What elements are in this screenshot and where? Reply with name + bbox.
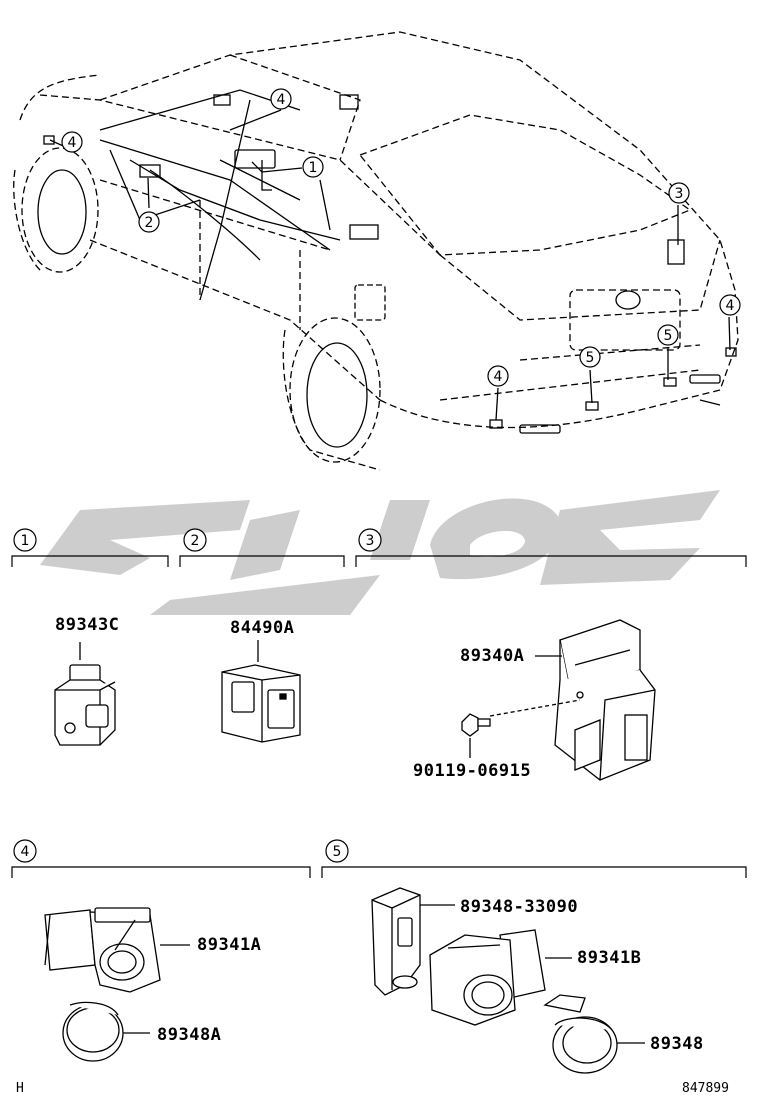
section-1-callout: 1 — [13, 528, 37, 552]
label-90119-06915: 90119-06915 — [413, 761, 531, 781]
part-89343C-drawing — [54, 642, 116, 746]
car-illustration — [13, 31, 739, 471]
car-callout-5-center: 5 — [579, 346, 601, 368]
section-headers — [11, 555, 747, 878]
label-89348: 89348 — [650, 1034, 704, 1054]
watermark-logo — [40, 490, 720, 615]
bolt-90119-drawing — [461, 713, 491, 758]
svg-text:3: 3 — [675, 186, 684, 202]
car-callout-4-rear-right: 4 — [719, 294, 741, 316]
section-3-callout: 3 — [358, 528, 382, 552]
svg-text:5: 5 — [586, 350, 595, 366]
label-89343C: 89343C — [55, 615, 119, 635]
svg-text:1: 1 — [309, 160, 318, 176]
svg-text:2: 2 — [145, 215, 154, 231]
drawing-number: 847899 — [682, 1081, 729, 1096]
car-callout-4-rear-left: 4 — [487, 365, 509, 387]
label-89348-33090: 89348-33090 — [460, 897, 578, 917]
part-89341B-drawing — [429, 929, 572, 1026]
svg-text:4: 4 — [277, 92, 286, 108]
svg-text:4: 4 — [726, 298, 735, 314]
part-89340A-drawing — [489, 619, 656, 781]
svg-text:1: 1 — [21, 533, 30, 549]
svg-text:4: 4 — [21, 844, 30, 860]
car-callout-1: 1 — [302, 156, 324, 178]
car-callout-3: 3 — [668, 182, 690, 204]
label-89340A: 89340A — [460, 646, 524, 666]
part-89341A-drawing — [44, 907, 190, 993]
car-callout-5-right: 5 — [657, 324, 679, 346]
footer-left-mark: H — [16, 1081, 24, 1096]
label-84490A: 84490A — [230, 618, 294, 638]
car-callout-4-front: 4 — [61, 131, 83, 153]
section-5-callout: 5 — [325, 839, 349, 863]
part-89348A-drawing — [62, 1001, 150, 1062]
section-callouts: 1 2 3 4 5 — [13, 528, 382, 863]
svg-text:3: 3 — [366, 533, 375, 549]
label-89341B: 89341B — [577, 948, 641, 968]
section-2-callout: 2 — [183, 528, 207, 552]
part-89348-33090-drawing — [371, 887, 455, 996]
svg-text:2: 2 — [191, 533, 200, 549]
part-89348-drawing — [543, 994, 645, 1074]
svg-text:5: 5 — [333, 844, 342, 860]
section-4-callout: 4 — [13, 839, 37, 863]
car-callout-2: 2 — [138, 211, 160, 233]
svg-text:4: 4 — [68, 135, 77, 151]
part-84490A-drawing — [221, 640, 301, 743]
svg-text:4: 4 — [494, 369, 503, 385]
label-89341A: 89341A — [197, 935, 261, 955]
svg-text:5: 5 — [664, 328, 673, 344]
car-callout-4-top: 4 — [270, 88, 292, 110]
car-callouts: 4 4 1 2 3 4 5 5 — [61, 88, 741, 387]
label-89348A: 89348A — [157, 1025, 221, 1045]
